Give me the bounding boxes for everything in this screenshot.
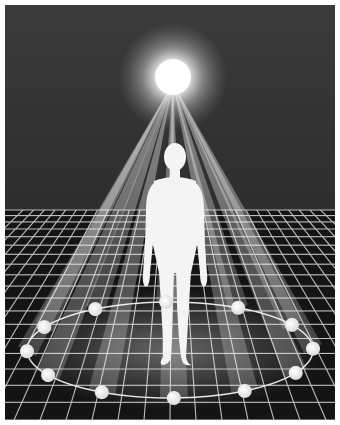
ring-orb xyxy=(41,368,55,382)
ring-orb xyxy=(285,318,299,332)
scene-illustration xyxy=(5,5,335,420)
ring-orb xyxy=(88,302,102,316)
illustration-frame xyxy=(5,5,335,420)
ring-orb xyxy=(306,342,320,356)
light-source-core xyxy=(155,59,191,95)
ring-orb xyxy=(231,301,245,315)
ring-orb xyxy=(95,385,109,399)
ring-orb xyxy=(238,384,252,398)
ring-orb xyxy=(289,366,303,380)
ring-orb xyxy=(159,295,173,309)
ring-orb xyxy=(37,320,51,334)
ring-orb xyxy=(167,391,181,405)
ring-orb xyxy=(20,344,34,358)
